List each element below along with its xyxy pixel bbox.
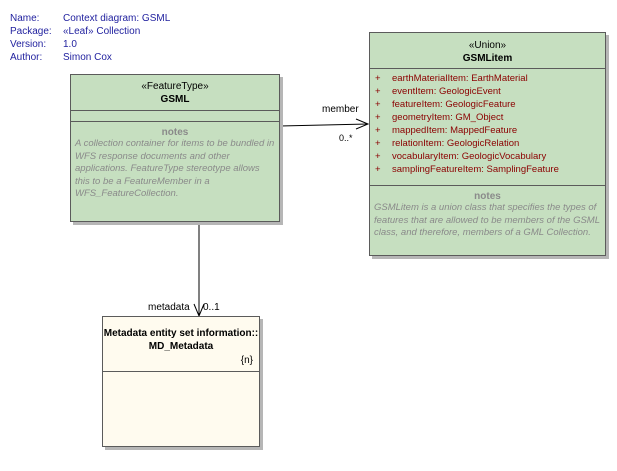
member-multiplicity-label: 0..* [339,133,353,143]
info-version-row: Version: 1.0 [10,38,170,51]
gsmlitem-attribute[interactable]: + eventItem: GeologicEvent [370,85,605,98]
class-md-metadata[interactable]: Metadata entity set information:: MD_Met… [102,316,260,447]
info-package-row: Package: «Leaf» Collection [10,25,170,38]
md-metadata-title: Metadata entity set information:: [103,328,259,339]
attribute-text: samplingFeatureItem: SamplingFeature [392,164,559,175]
info-name-key: Name: [10,13,40,24]
attribute-text: featureItem: GeologicFeature [392,99,516,110]
gsmlitem-attribute[interactable]: + samplingFeatureItem: SamplingFeature [370,163,605,176]
info-name-row: Name: Context diagram: GSML [10,12,170,25]
attribute-visibility: + [375,99,381,110]
md-metadata-title2: MD_Metadata [148,341,214,352]
gsmlitem-notes-title: notes [474,191,501,202]
gsmlitem-attribute[interactable]: + mappedItem: MappedFeature [370,124,605,137]
gsmlitem-attribute[interactable]: + relationItem: GeologicRelation [370,137,605,150]
attribute-text: vocabularyItem: GeologicVocabulary [392,151,547,162]
class-gsmlitem[interactable]: «Union» GSMLitem + earthMaterialItem: Ear… [369,32,606,256]
info-author-row: Author: Simon Cox [10,51,170,64]
gsmlitem-attribute[interactable]: + vocabularyItem: GeologicVocabulary [370,150,605,163]
attribute-visibility: + [375,138,381,149]
gsmlitem-header: «Union» GSMLitem [370,33,605,65]
gsmlitem-attributes: + earthMaterialItem: EarthMaterial + eventI… [370,72,605,176]
gsmlitem-separator-2 [370,185,605,186]
attribute-text: geometryItem: GM_Object [392,112,504,123]
gsml-notes-text: A collection container for items to be b… [75,138,275,199]
attribute-visibility: + [375,151,381,162]
gsmlitem-attribute[interactable]: + featureItem: GeologicFeature [370,98,605,111]
gsml-title: GSML [160,94,190,105]
info-version-value: 1.0 [63,39,77,50]
gsml-separator-2 [71,121,279,122]
gsmlitem-separator-1 [370,68,605,69]
member-association-line[interactable] [279,123,369,127]
attribute-text: earthMaterialItem: EarthMaterial [392,73,528,84]
metadata-role-label: metadata [148,302,190,313]
md-metadata-header: Metadata entity set information:: MD_Met… [103,317,259,353]
member-role-label: member [322,104,359,115]
info-author-value: Simon Cox [63,52,112,63]
info-package-key: Package: [10,26,52,37]
gsmlitem-attribute[interactable]: + geometryItem: GM_Object [370,111,605,124]
attribute-visibility: + [375,86,381,97]
gsml-header: «FeatureType» GSML [71,75,279,106]
gsml-notes-title: notes [161,127,189,138]
attribute-visibility: + [375,112,381,123]
md-metadata-tag: {n} [240,355,253,366]
class-gsml[interactable]: «FeatureType» GSML notes A collection co… [70,74,280,222]
info-version-key: Version: [10,39,47,50]
gsmlitem-attribute[interactable]: + earthMaterialItem: EarthMaterial [370,72,605,85]
attribute-text: relationItem: GeologicRelation [392,138,520,149]
member-arrowhead [355,118,370,130]
info-package-value: «Leaf» Collection [63,26,141,37]
gsml-separator-1 [71,110,279,111]
attribute-text: mappedItem: MappedFeature [392,125,518,136]
diagram-info: Name: Context diagram: GSML Package: «Le… [10,12,170,64]
info-author-key: Author: [10,52,43,63]
gsmlitem-notes: notes GSMLitem is a union class that spe… [370,191,605,240]
attribute-visibility: + [375,125,381,136]
gsmlitem-stereotype: «Union» [468,40,507,51]
attribute-visibility: + [375,73,381,84]
md-metadata-separator [103,371,259,372]
gsmlitem-title: GSMLitem [462,53,513,64]
gsml-stereotype: «FeatureType» [141,81,209,92]
info-name-value: Context diagram: GSML [63,13,171,24]
metadata-multiplicity-label: 0..1 [203,302,220,313]
attribute-visibility: + [375,164,381,175]
attribute-text: eventItem: GeologicEvent [392,86,501,97]
gsmlitem-notes-text: GSMLitem is a union class that specifies… [374,202,600,238]
gsml-notes: notes A collection container for items t… [71,127,279,201]
